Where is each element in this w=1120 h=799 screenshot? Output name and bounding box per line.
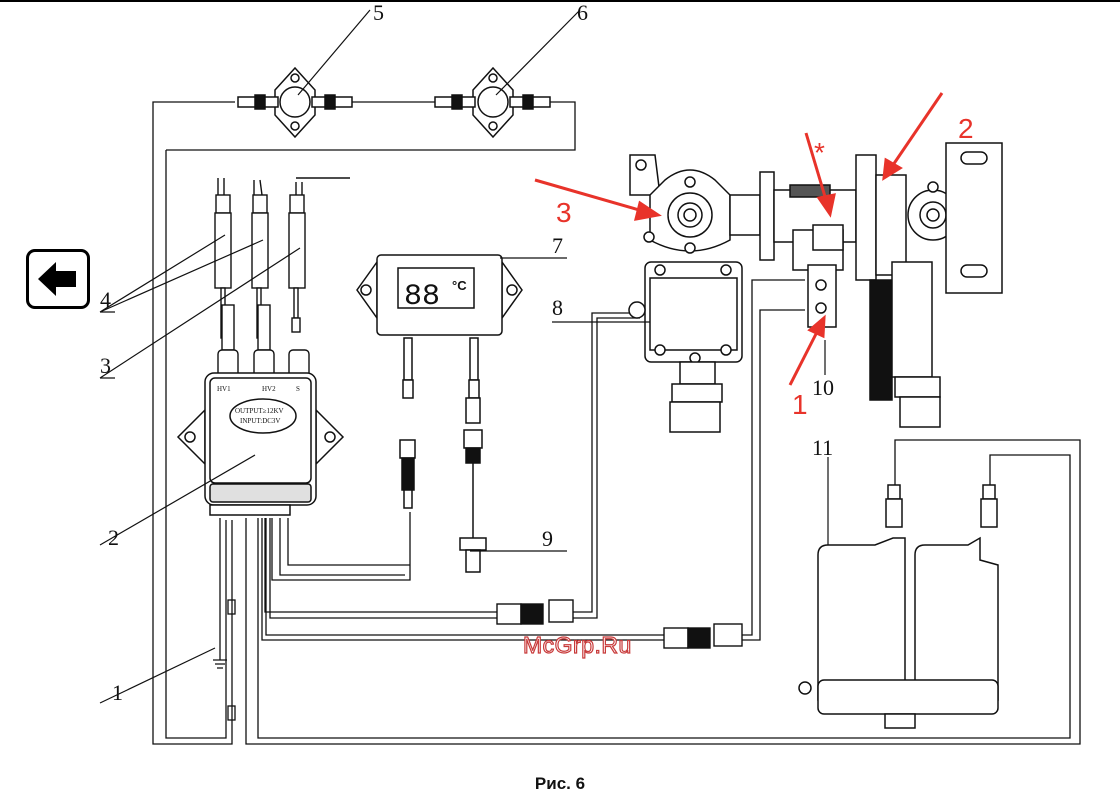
red-arrow-2	[891, 92, 944, 166]
label-3: 3	[100, 353, 111, 378]
red-label-2: 2	[958, 113, 974, 144]
red-arrow-1	[788, 329, 820, 386]
red-label-1: 1	[792, 389, 808, 420]
back-button[interactable]	[26, 249, 90, 309]
battery-box	[798, 484, 999, 729]
label-10: 10	[812, 375, 834, 400]
ignitor-input-text: INPUT:DC3V	[240, 417, 281, 425]
ignitor-hv1-label: HV1	[217, 385, 231, 393]
red-arrow-3	[534, 178, 647, 214]
watermark: McGrp.Ru	[522, 631, 632, 658]
ignitor-unit	[176, 372, 345, 516]
arrow-left-icon	[38, 262, 76, 296]
temperature-sensor-6	[434, 66, 551, 139]
temperature-sensor-5	[237, 66, 353, 139]
red-label-3: 3	[556, 197, 572, 228]
main-harness-loop	[245, 439, 1081, 745]
top-border	[0, 0, 1120, 2]
ignitor-s-label: S	[296, 385, 300, 393]
display-unit: °C	[452, 278, 467, 293]
ignitor-hv2-label: HV2	[262, 385, 276, 393]
temperature-display	[356, 254, 523, 573]
connector-pair-1	[496, 599, 574, 625]
label-1: 1	[112, 680, 123, 705]
sensor-loop-wire	[152, 101, 235, 745]
red-arrow-star	[804, 132, 828, 201]
ignitor-output-text: OUTPUT≥12KV	[235, 407, 284, 415]
label-5: 5	[373, 0, 384, 25]
label-11: 11	[812, 435, 833, 460]
display-digits: 88	[404, 280, 440, 314]
label-4: 4	[100, 287, 111, 312]
red-label-star: *	[814, 137, 825, 168]
label-7: 7	[552, 233, 563, 258]
label-6: 6	[577, 0, 588, 25]
label-2: 2	[108, 525, 119, 550]
electrodes	[214, 177, 350, 379]
connector-pair-2	[663, 623, 743, 649]
label-9: 9	[542, 526, 553, 551]
label-8: 8	[552, 295, 563, 320]
ground-wire	[213, 518, 227, 669]
figure-caption: Рис. 6	[534, 774, 586, 793]
gas-valve-assembly	[628, 142, 1003, 433]
